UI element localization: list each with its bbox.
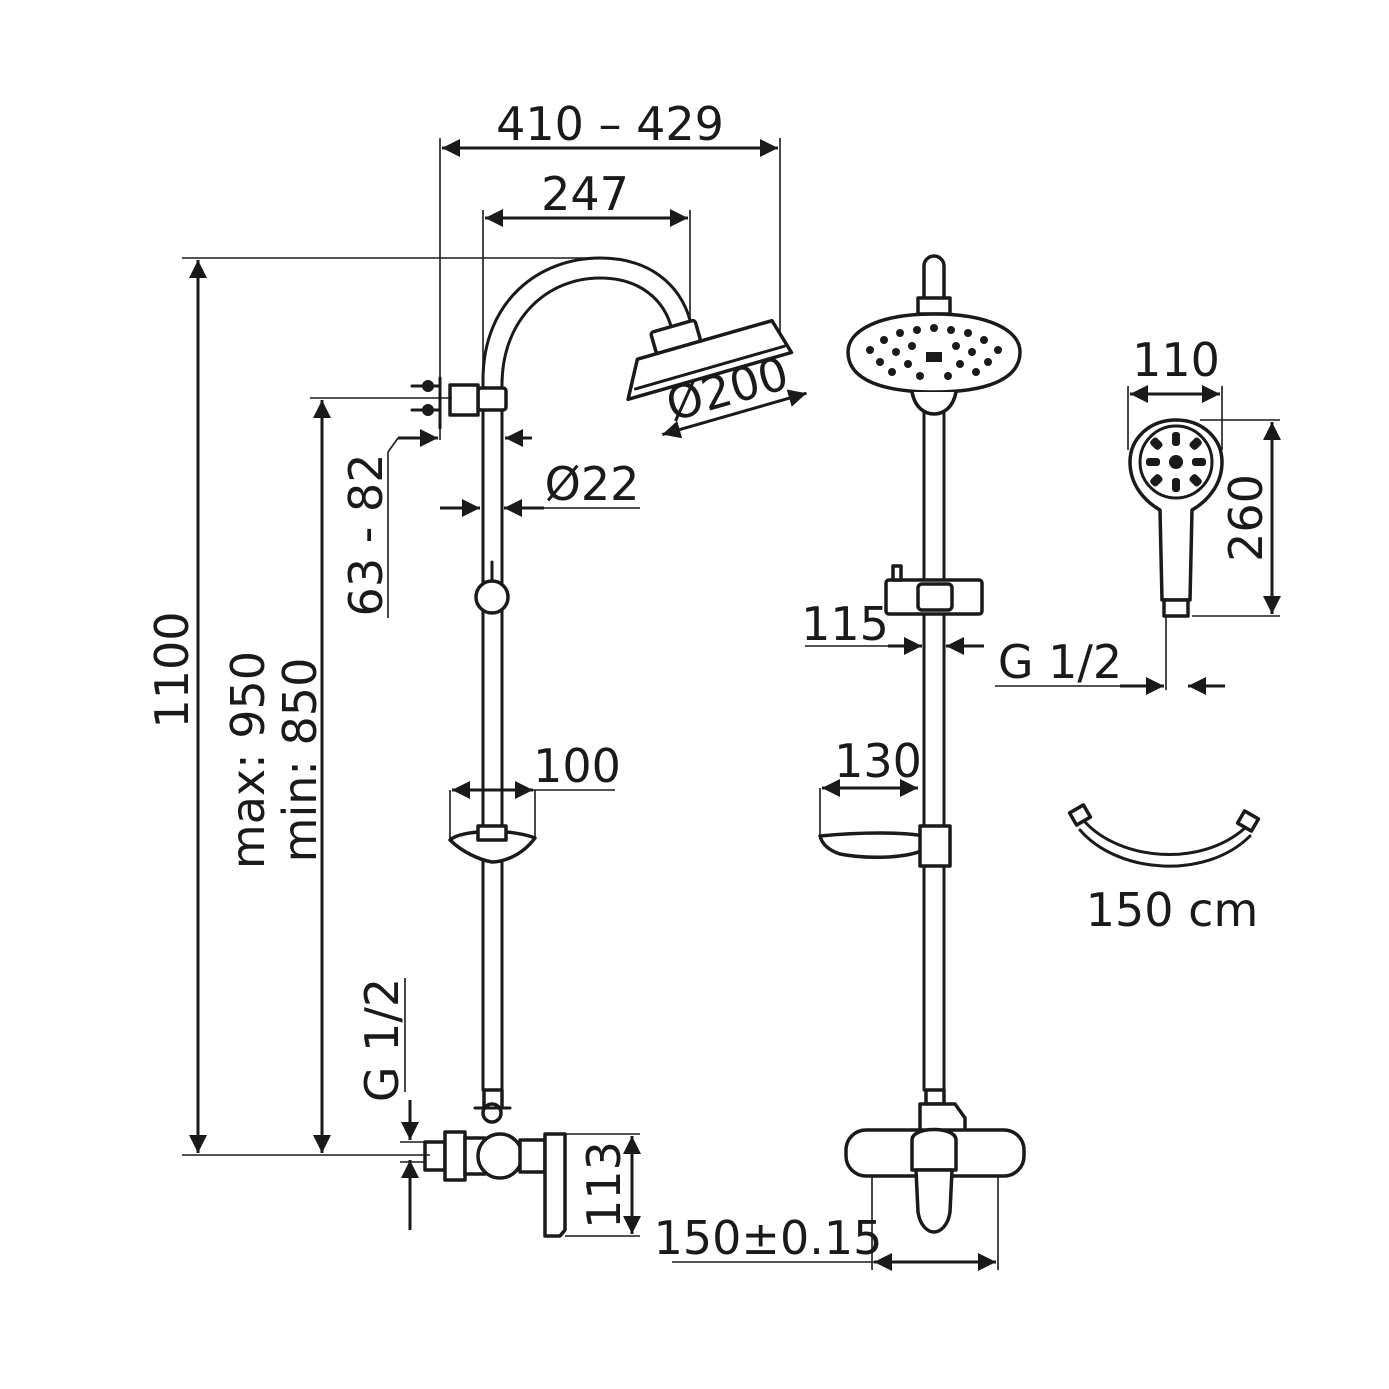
dim-total-width: 410 – 429 [496,97,724,151]
side-wall-bracket [410,376,508,430]
dim-arm-reach: 247 [541,167,629,221]
front-mixer [844,1088,1026,1234]
dim-hand-shower-width: 110 [1132,333,1220,387]
dim-inlet-spacing: 150±0.15 [654,1211,883,1265]
hand-shower-dimensions: 110 260 G 1/2 [995,333,1281,695]
front-head-nozzles [866,324,1002,380]
dim-holder-width: 115 [801,597,889,651]
side-dimensions: 410 – 429 247 Ø200 Ø22 63 - 82 1100 max:… [145,97,807,1237]
front-hand-shower-holder [884,564,984,616]
side-view [410,256,794,1238]
dim-hand-shower-length: 260 [1219,474,1273,562]
dim-wall-offset: 63 - 82 [339,454,393,617]
side-riser-pipe [481,378,504,1092]
dim-slide-max: max: 950 [221,651,275,869]
dim-shelf-front: 130 [834,734,922,788]
front-view [818,254,1026,1234]
dim-hose-length: 150 cm [1086,883,1259,937]
side-soap-shelf [448,824,537,864]
dim-mixer-height: 113 [577,1141,631,1229]
dim-shelf-side: 100 [533,739,621,793]
dim-total-height: 1100 [145,611,199,728]
hand-shower [1128,418,1224,618]
dim-slide-min: min: 850 [273,658,327,863]
side-slider-knob [474,560,510,615]
dim-inlet-thread: G 1/2 [355,978,409,1102]
dim-hand-shower-thread: G 1/2 [998,635,1122,689]
side-overhead-shower-head [626,318,794,402]
side-mixer-assembly [423,1088,567,1238]
front-riser-pipe [922,254,946,1092]
shower-hose: 150 cm [1067,803,1261,937]
front-dimensions: 115 130 150±0.15 [654,597,999,1271]
front-soap-shelf [818,824,952,868]
hand-shower-spray-face [1146,432,1206,492]
front-overhead-shower-head [846,296,1022,416]
dim-pipe-diameter: Ø22 [545,457,640,511]
